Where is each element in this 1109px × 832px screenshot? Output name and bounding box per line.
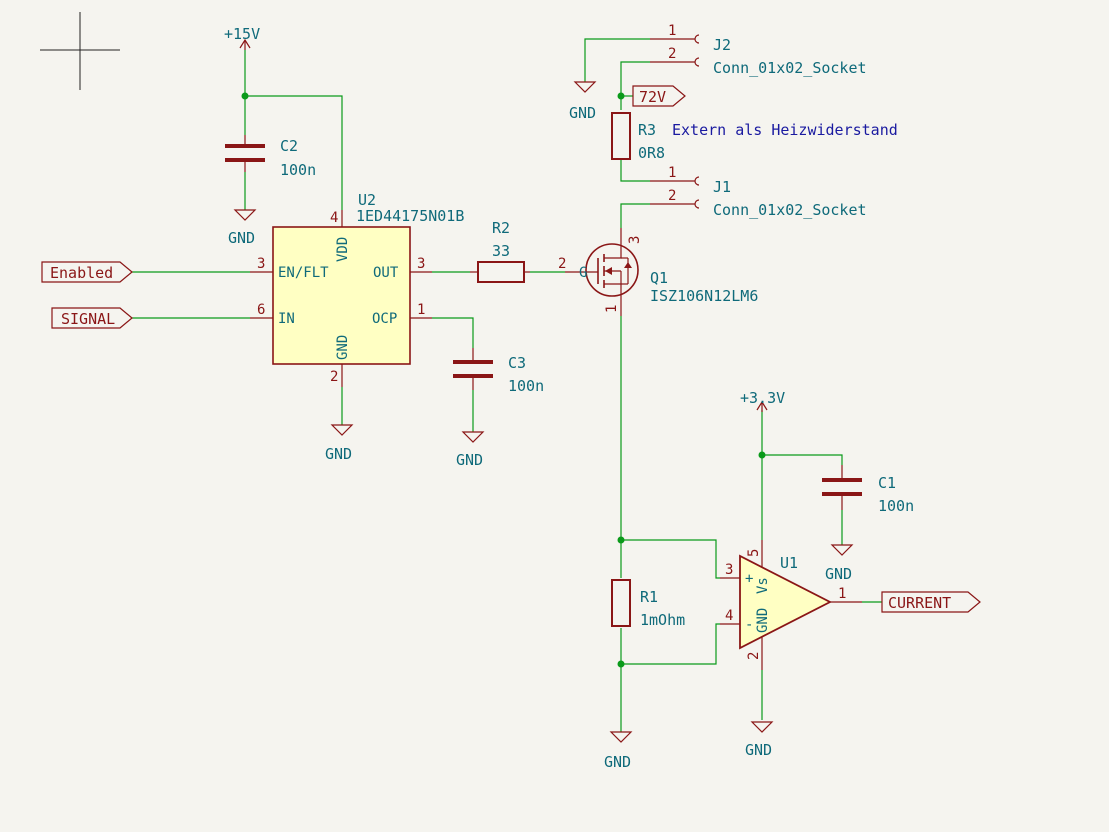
j1-pin-num-1: 1 [668, 165, 676, 181]
gnd-label: GND [604, 753, 631, 771]
capacitor-c3[interactable]: C3 100n [453, 348, 544, 395]
r1-value: 1mOhm [640, 611, 685, 629]
u1-ref: U1 [780, 554, 798, 572]
j2-ref: J2 [713, 36, 731, 54]
pwr-3v3-symbol[interactable]: +3.3V [740, 389, 785, 412]
gnd-label: GND [325, 445, 352, 463]
connector-j2[interactable]: 1 2 J2 Conn_01x02_Socket [650, 23, 867, 77]
r2-ref: R2 [492, 219, 510, 237]
q1-value: ISZ106N12LM6 [650, 287, 758, 305]
c2-ref: C2 [280, 137, 298, 155]
r2-value: 33 [492, 242, 510, 260]
signal-label: SIGNAL [61, 310, 115, 328]
global-label-72v[interactable]: 72V [632, 85, 686, 107]
wires [132, 38, 882, 732]
q1-ref: Q1 [650, 269, 668, 287]
j1-pin-num-2: 2 [668, 188, 676, 204]
u2-pin-num-in: 6 [257, 302, 265, 318]
pwr-3v3-label: +3.3V [740, 389, 785, 407]
enabled-label: Enabled [50, 264, 113, 282]
gnd-symbol-c3[interactable]: GND [456, 431, 485, 469]
r3-note: Extern als Heizwiderstand [672, 121, 898, 139]
u2-pin-in: IN [278, 311, 295, 327]
gnd-symbol-u2[interactable]: GND [325, 424, 354, 463]
u2-pin-num-vdd: 4 [330, 210, 338, 226]
q1-pin-num-d: 3 [627, 236, 643, 244]
c1-value: 100n [878, 497, 914, 515]
u2-pin-gnd: GND [335, 335, 351, 360]
u2-pin-num-gnd: 2 [330, 369, 338, 385]
resistor-r2[interactable]: R2 33 2 [470, 219, 566, 283]
gnd-label: GND [228, 229, 255, 247]
u1-pin-num-5: 5 [746, 549, 762, 557]
u2-pin-ocp: OCP [372, 311, 397, 327]
global-label-signal[interactable]: SIGNAL [51, 307, 133, 329]
u1-pin-vs: Vs [755, 577, 771, 594]
j1-ref: J1 [713, 178, 731, 196]
gnd-symbol-j2[interactable]: GND [569, 81, 597, 122]
opamp-u1[interactable]: + - Vs GND 3 4 5 2 1 U1 [720, 540, 862, 670]
resistor-r3[interactable]: R3 0R8 Extern als Heizwiderstand [611, 112, 898, 162]
j2-pin-num-2: 2 [668, 46, 676, 62]
u1-pin-minus: - [745, 617, 753, 633]
c3-value: 100n [508, 377, 544, 395]
gnd-symbol-c2[interactable]: GND [228, 209, 257, 247]
r3-ref: R3 [638, 121, 656, 139]
gnd-label: GND [825, 565, 852, 583]
j1-value: Conn_01x02_Socket [713, 201, 867, 219]
u2-pin-out: OUT [373, 265, 399, 281]
u2-value: 1ED44175N01B [356, 207, 464, 225]
capacitor-c2[interactable]: C2 100n [225, 135, 316, 179]
gnd-symbol-u1[interactable]: GND [745, 721, 774, 759]
j2-pin-num-1: 1 [668, 23, 676, 39]
u2-pin-num-en: 3 [257, 256, 265, 272]
u2-pin-num-ocp: 1 [417, 302, 425, 318]
gnd-label: GND [456, 451, 483, 469]
c2-value: 100n [280, 161, 316, 179]
current-label: CURRENT [888, 594, 951, 612]
u1-pin-gnd: GND [755, 608, 771, 633]
u1-pin-num-4: 4 [725, 608, 733, 624]
c3-ref: C3 [508, 354, 526, 372]
r3-value: 0R8 [638, 144, 665, 162]
72v-label: 72V [639, 88, 666, 106]
global-label-current[interactable]: CURRENT [881, 591, 981, 613]
u1-pin-num-1: 1 [838, 586, 846, 602]
gnd-symbol-c1[interactable]: GND [825, 544, 854, 583]
u1-pin-num-2: 2 [746, 652, 762, 660]
u1-pin-num-3: 3 [725, 562, 733, 578]
ic-u2-gate-driver[interactable]: U2 1ED44175N01B VDD EN/FLT IN GND OUT OC… [250, 191, 464, 387]
junction-dots [241, 92, 766, 668]
crosshair-cursor-icon [40, 12, 120, 90]
gnd-label: GND [745, 741, 772, 759]
r2-pin-num: 2 [558, 256, 566, 272]
u2-pin-en: EN/FLT [278, 265, 329, 281]
q1-pin-num-s: 1 [604, 305, 620, 313]
gnd-label: GND [569, 104, 596, 122]
c1-ref: C1 [878, 474, 896, 492]
resistor-r1[interactable]: R1 1mOhm [611, 579, 685, 629]
u2-pin-vdd: VDD [335, 237, 351, 262]
q1-pin-g: G [579, 265, 587, 281]
u1-pin-plus: + [745, 571, 753, 587]
global-label-enabled[interactable]: Enabled [41, 261, 133, 283]
j2-value: Conn_01x02_Socket [713, 59, 867, 77]
connector-j1[interactable]: 1 2 J1 Conn_01x02_Socket [650, 165, 867, 219]
mosfet-q1[interactable]: G 1 3 Q1 ISZ106N12LM6 [565, 228, 758, 316]
u2-ref: U2 [358, 191, 376, 209]
pwr-15v-label: +15V [224, 25, 260, 43]
u2-pin-num-out: 3 [417, 256, 425, 272]
capacitor-c1[interactable]: C1 100n [822, 465, 914, 515]
gnd-symbol-r1[interactable]: GND [604, 731, 633, 771]
pwr-15v-symbol[interactable]: +15V [224, 25, 260, 50]
r1-ref: R1 [640, 588, 658, 606]
